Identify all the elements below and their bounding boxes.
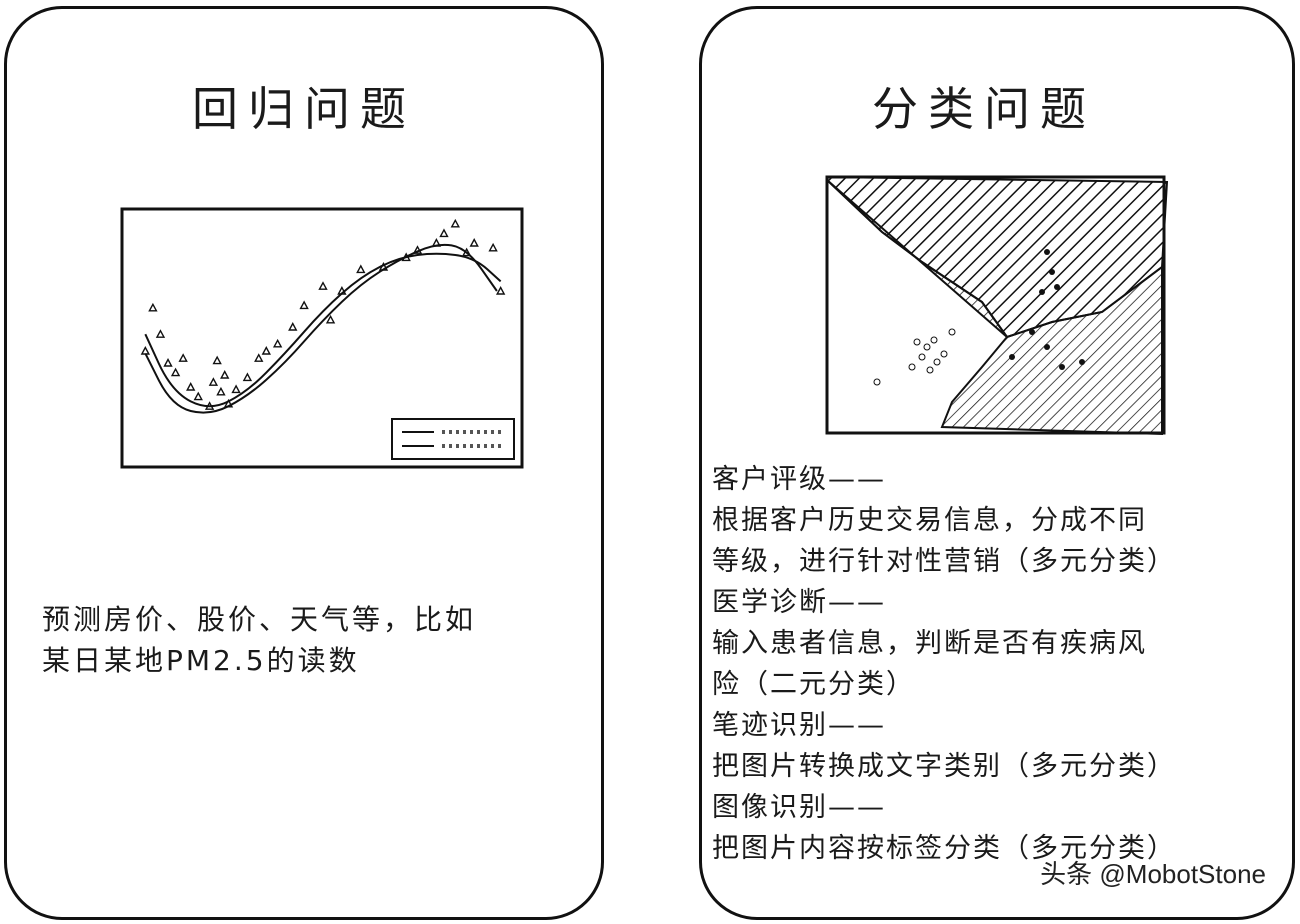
classification-line: 根据客户历史交易信息，分成不同 — [712, 505, 1147, 536]
regression-point — [208, 377, 219, 386]
regression-point — [439, 228, 449, 238]
class-point — [923, 343, 931, 351]
regression-point — [212, 355, 222, 365]
class-point — [1059, 364, 1065, 370]
class-point — [940, 350, 948, 358]
classification-line: 医学诊断—— — [712, 587, 886, 618]
regression-point — [178, 353, 188, 362]
class-point — [1039, 289, 1045, 295]
classification-line: 笔迹识别—— — [712, 710, 886, 741]
regression-desc-line: 预测房价、股价、天气等，比如 — [42, 603, 477, 636]
regression-point — [325, 314, 336, 324]
classification-line: 险（二元分类） — [712, 669, 915, 700]
regression-point — [299, 300, 309, 310]
regression-point — [148, 302, 158, 312]
class-region-b — [826, 179, 1163, 436]
regression-point — [231, 384, 241, 394]
class-point — [948, 328, 956, 336]
class-point — [1044, 249, 1050, 255]
regression-point — [242, 372, 253, 382]
regression-point — [220, 370, 230, 379]
regression-chart — [120, 207, 524, 469]
class-point — [1049, 269, 1055, 275]
regression-point — [193, 391, 203, 401]
regression-point — [488, 242, 498, 252]
regression-curve-2 — [144, 252, 502, 408]
regression-point — [450, 218, 460, 228]
classification-line: 把图片内容按标签分类（多元分类） — [712, 833, 1176, 864]
regression-point — [186, 382, 196, 391]
regression-point — [140, 346, 151, 355]
class-point — [1009, 354, 1015, 360]
classification-line: 图像识别—— — [712, 792, 886, 823]
legend-box — [391, 418, 515, 460]
regression-curves — [144, 243, 502, 414]
class-point — [1044, 344, 1050, 350]
regression-point — [318, 281, 328, 290]
regression-point — [356, 264, 366, 274]
classification-chart-frame — [825, 175, 1166, 435]
class-point — [1029, 329, 1035, 335]
classification-line: 把图片转换成文字类别（多元分类） — [712, 751, 1176, 782]
classification-card: 分类问题 — [699, 6, 1295, 920]
regression-curve-1 — [144, 243, 498, 414]
class-point — [933, 358, 941, 366]
classification-line: 输入患者信息，判断是否有疾病风 — [712, 628, 1147, 659]
class-point — [930, 336, 938, 344]
regression-legend — [391, 418, 515, 460]
regression-point — [155, 329, 166, 338]
regression-desc-line: 某日某地PM2.5的读数 — [42, 644, 360, 677]
classification-line: 等级，进行针对性营销（多元分类） — [712, 546, 1176, 577]
regression-point — [254, 353, 264, 362]
class-point — [918, 353, 926, 361]
class-point — [908, 363, 916, 371]
watermark: 头条 @MobotStone — [1040, 859, 1266, 889]
class-point — [1054, 284, 1060, 290]
class-point — [913, 338, 921, 346]
class-point — [873, 378, 881, 386]
classification-title: 分类问题 — [872, 82, 1096, 136]
regression-title: 回归问题 — [192, 82, 416, 136]
regression-card: 回归问题 预测房价、股价、天气等，比如 某日某地PM2.5的读数 — [4, 6, 604, 920]
regression-point — [261, 346, 271, 355]
regression-point — [272, 338, 283, 348]
regression-points — [140, 218, 506, 410]
class-point — [926, 366, 934, 374]
regression-chart-frame — [120, 207, 524, 469]
regression-point — [163, 358, 173, 367]
regression-point — [288, 322, 298, 331]
regression-point — [469, 238, 479, 247]
class-point — [1079, 359, 1085, 365]
regression-point — [170, 367, 181, 377]
classification-description: 客户评级—— 根据客户历史交易信息，分成不同 等级，进行针对性营销（多元分类） … — [712, 459, 1176, 869]
regression-point — [495, 286, 506, 295]
regression-description: 预测房价、股价、天气等，比如 某日某地PM2.5的读数 — [42, 599, 476, 681]
regression-point — [216, 386, 226, 396]
classification-line: 客户评级—— — [712, 464, 886, 495]
classification-chart — [825, 175, 1169, 436]
classification-points — [873, 249, 1085, 386]
